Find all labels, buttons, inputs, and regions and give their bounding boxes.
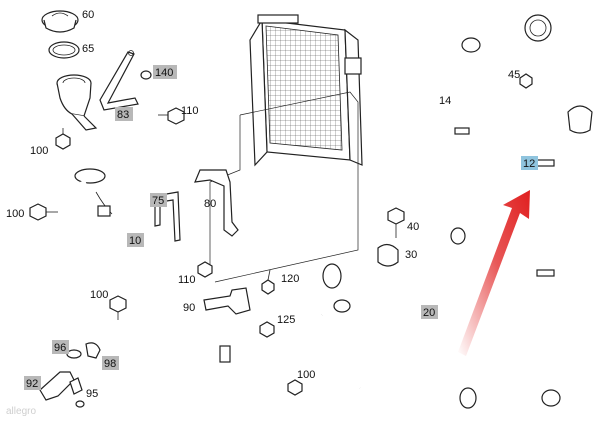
- callout-100-mid: 100: [90, 289, 108, 301]
- seal-ring: [48, 41, 80, 59]
- svg-text:30: 30: [405, 249, 417, 261]
- callout-120: 120: [281, 273, 299, 285]
- svg-text:100: 100: [90, 289, 108, 301]
- callout-20: 20: [421, 305, 438, 319]
- svg-text:65: 65: [82, 43, 94, 55]
- svg-text:83: 83: [117, 109, 129, 121]
- filler-cap: [41, 10, 79, 33]
- callout-140: 140: [153, 65, 177, 79]
- bolt-110-mid: [197, 261, 213, 278]
- svg-text:90: 90: [183, 302, 195, 314]
- svg-text:45: 45: [508, 69, 520, 81]
- svg-text:110: 110: [178, 274, 196, 286]
- bolt-100-topleft: [55, 128, 71, 150]
- bolt-110-top: [158, 107, 185, 125]
- filler-neck: [56, 74, 98, 131]
- radiator: [249, 14, 363, 167]
- svg-text:allegro: allegro: [6, 406, 36, 417]
- callout-95: 95: [86, 388, 98, 400]
- svg-text:92: 92: [26, 378, 38, 390]
- bracket-80: [194, 169, 239, 237]
- callout-100-left: 100: [6, 208, 24, 220]
- coolant-hose: [310, 261, 477, 409]
- mounting-bracket-83: [99, 50, 139, 111]
- pipe-14: [450, 37, 481, 245]
- bolt-40: [387, 207, 405, 238]
- svg-text:20: 20: [423, 307, 435, 319]
- callout-96: 96: [52, 340, 69, 354]
- bolt-100-left: [29, 203, 58, 221]
- filler-pipe: [74, 168, 326, 363]
- callout-100-topleft: 100: [30, 145, 48, 157]
- svg-text:12: 12: [523, 158, 535, 170]
- svg-text:40: 40: [407, 221, 419, 233]
- svg-text:100: 100: [6, 208, 24, 220]
- callout-65: 65: [82, 43, 94, 55]
- bracket-75: [154, 191, 181, 242]
- clip-assembly: [39, 342, 101, 408]
- svg-text:80: 80: [204, 198, 216, 210]
- pipe-12: [524, 14, 561, 407]
- svg-text:60: 60: [82, 9, 94, 21]
- svg-text:96: 96: [54, 342, 66, 354]
- callout-90: 90: [183, 302, 195, 314]
- svg-text:140: 140: [155, 67, 173, 79]
- clamp-right: [567, 105, 593, 134]
- washer-140: [140, 70, 152, 80]
- callout-110-mid: 110: [178, 274, 196, 286]
- callout-125: 125: [277, 314, 295, 326]
- bolt-125: [259, 321, 275, 338]
- callout-92: 92: [24, 376, 41, 390]
- callout-83: 83: [115, 107, 133, 121]
- callout-75: 75: [150, 193, 167, 207]
- callout-10: 10: [127, 233, 144, 247]
- svg-text:14: 14: [439, 95, 451, 107]
- callout-14: 14: [439, 95, 451, 107]
- bolt-100-mid: [109, 295, 127, 320]
- svg-text:120: 120: [281, 273, 299, 285]
- bolt-120: [261, 269, 275, 295]
- bracket-90: [203, 287, 251, 315]
- svg-text:75: 75: [152, 195, 164, 207]
- svg-text:110: 110: [181, 105, 199, 117]
- callout-110-top: 110: [181, 105, 199, 117]
- red-arrow: [458, 190, 530, 356]
- svg-text:100: 100: [297, 369, 315, 381]
- callout-100-bottom: 100: [297, 369, 315, 381]
- callout-45: 45: [508, 69, 520, 81]
- clamp-30: [377, 243, 399, 267]
- callout-80: 80: [204, 198, 216, 210]
- watermark: allegro: [6, 406, 36, 417]
- svg-text:98: 98: [104, 358, 116, 370]
- svg-text:10: 10: [129, 235, 141, 247]
- bolt-45: [519, 73, 533, 89]
- callout-30: 30: [405, 249, 417, 261]
- svg-text:100: 100: [30, 145, 48, 157]
- callout-98: 98: [102, 356, 119, 370]
- svg-text:125: 125: [277, 314, 295, 326]
- bolt-100-bottom: [287, 379, 303, 396]
- callout-40: 40: [407, 221, 419, 233]
- svg-text:95: 95: [86, 388, 98, 400]
- callout-12: 12: [521, 156, 538, 170]
- callout-60: 60: [82, 9, 94, 21]
